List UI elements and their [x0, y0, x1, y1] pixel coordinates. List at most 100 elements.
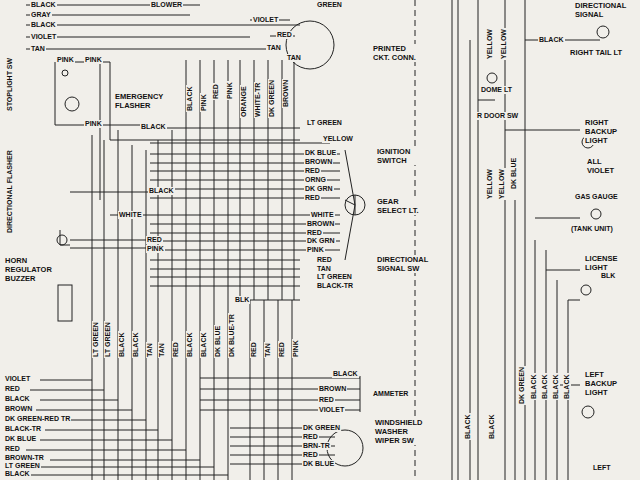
lamp-symbol	[487, 73, 497, 83]
wire-color-label: BLK	[234, 296, 250, 304]
wire-color-label: LT GREEN	[306, 119, 343, 127]
wire-color-label: VIOLET	[4, 375, 31, 383]
wire-color-label: DK GREEN	[268, 79, 276, 118]
wire-color-label: RED	[250, 341, 258, 358]
wire-color-label: R DOOR SW	[476, 112, 519, 120]
wire-color-label: TAN	[264, 342, 272, 358]
wire-color-label: BLACK	[132, 332, 140, 359]
wire-color-label: VIOLET	[252, 16, 279, 24]
wire-color-label: BRN-TR	[302, 442, 331, 450]
wire-color-label: BROWN	[4, 405, 33, 413]
wire-color-label: DK BLUE	[304, 149, 337, 157]
wire-color-label: PINK	[84, 120, 103, 128]
wire-color-label: PINK	[56, 56, 75, 64]
wire-color-label: AMMETER	[372, 390, 409, 398]
wire-color-label: ORANGE	[240, 85, 248, 118]
wire-color-label: DK GREEN	[518, 366, 526, 405]
component-label: LICENSE LIGHT	[584, 254, 630, 272]
wire-color-label: RED	[212, 83, 220, 100]
buzzer-symbol	[58, 285, 72, 321]
wire-color-label: TAN	[146, 342, 154, 358]
component-label: PRINTED CKT. CONN.	[372, 44, 424, 62]
wire-color-label: DK GRN	[304, 185, 334, 193]
wire-color-label: WHITE	[310, 211, 335, 219]
flasher-symbol	[57, 235, 67, 245]
wire-color-label: DK BLUE-TR	[228, 313, 236, 358]
gauge-symbol	[591, 209, 601, 219]
connector-symbol	[286, 21, 334, 69]
wire-color-label: BLOWER	[150, 1, 183, 9]
wire-color-label: BLACK	[140, 123, 167, 131]
wire	[26, 378, 360, 475]
component-label: RIGHT TAIL LT	[569, 48, 637, 57]
wire-color-label: LT GREEN	[316, 273, 353, 281]
wire-color-label: RED	[172, 341, 180, 358]
lamp-symbol	[581, 285, 591, 295]
wire-color-label: BLACK	[148, 187, 175, 195]
component-label: GEAR SELECT LT.	[376, 197, 423, 215]
wire-color-label: BLACK	[186, 86, 194, 113]
wire-color-label: DOME LT	[480, 86, 513, 94]
wire-color-label: BLACK	[30, 1, 57, 9]
wire-color-label: DIRECTIONAL FLASHER	[6, 149, 14, 234]
wire-color-label: BLACK	[538, 36, 565, 44]
wire-bundle	[452, 0, 568, 480]
component-label: LEFT BACKUP LIGHT	[584, 370, 634, 397]
wire-color-label: YELLOW	[498, 168, 506, 200]
wire-color-label: DK BLUE	[4, 435, 37, 443]
wire-color-label: RED	[278, 341, 286, 358]
wire-color-label: BLACK	[186, 332, 194, 359]
wire-color-label: BLACK	[552, 374, 560, 401]
wire-color-label: BLACK	[530, 374, 538, 401]
component-label: RIGHT BACKUP LIGHT	[584, 118, 634, 145]
component-label: EMERGENCY FLASHER	[114, 92, 166, 110]
component-label: IGNITION SWITCH	[376, 147, 423, 165]
wire-color-label: PINK	[84, 56, 103, 64]
wire-color-label: TAN	[316, 265, 332, 273]
wire-color-label: DK GREEN	[302, 424, 341, 432]
wire-color-label: DK BLUE	[510, 157, 518, 190]
wire-color-label: VIOLET	[30, 33, 57, 41]
wire-color-label: STOPLIGHT SW	[6, 57, 14, 112]
wire-color-label: RED	[276, 31, 293, 39]
wire-color-label: LT GREEN	[104, 321, 112, 358]
wire-color-label: BLACK	[488, 414, 496, 441]
wire-color-label: RED	[306, 229, 323, 237]
wire-color-label: BLACK	[541, 374, 549, 401]
wire-color-label: BLACK	[30, 21, 57, 29]
wire-color-label: BROWN	[306, 220, 335, 228]
wire-color-label: BROWN	[304, 158, 333, 166]
wire-color-label: LT GREEN	[92, 321, 100, 358]
component-label: ALL VIOLET	[586, 157, 618, 175]
wire-color-label: DK GRN	[306, 237, 336, 245]
component-label: HORN REGULATOR BUZZER	[4, 256, 44, 283]
wire-color-label: (TANK UNIT)	[570, 225, 614, 233]
wire-color-label: DK BLUE	[214, 325, 222, 358]
wire-color-label: YELLOW	[322, 135, 354, 143]
wire	[478, 40, 600, 385]
lamp-symbol	[582, 406, 594, 418]
wire-color-label: YELLOW	[486, 168, 494, 200]
wire-color-label: DK GREEN-RED TR	[4, 415, 71, 423]
wire-color-label: BLACK	[332, 370, 359, 378]
wire-color-label: PINK	[200, 93, 208, 112]
wire-color-label: BROWN	[318, 385, 347, 393]
wire-color-label: YELLOW	[486, 28, 494, 60]
switch-contacts	[345, 150, 355, 260]
wire-color-label: RED	[316, 256, 333, 264]
wire-color-label: BLK	[600, 272, 616, 280]
wire-color-label: DK BLUE	[302, 460, 335, 468]
wire-color-label: BROWN-TR	[4, 454, 45, 462]
wire-color-label: GREEN	[316, 1, 343, 9]
wire-color-label: BLACK	[4, 395, 31, 403]
wire-color-label: BLACK	[118, 332, 126, 359]
switch-symbol	[62, 70, 68, 76]
wire-color-label: PINK	[146, 245, 165, 253]
wire-color-label: BLACK-TR	[316, 282, 354, 290]
wire-color-label: RED	[302, 451, 319, 459]
wire-color-label: RED	[4, 445, 21, 453]
wire-color-label: TAN	[30, 45, 46, 53]
wire-color-label: RED	[146, 236, 163, 244]
wire-color-label: TAN	[286, 54, 302, 62]
wire-color-label: ORNG	[304, 176, 327, 184]
